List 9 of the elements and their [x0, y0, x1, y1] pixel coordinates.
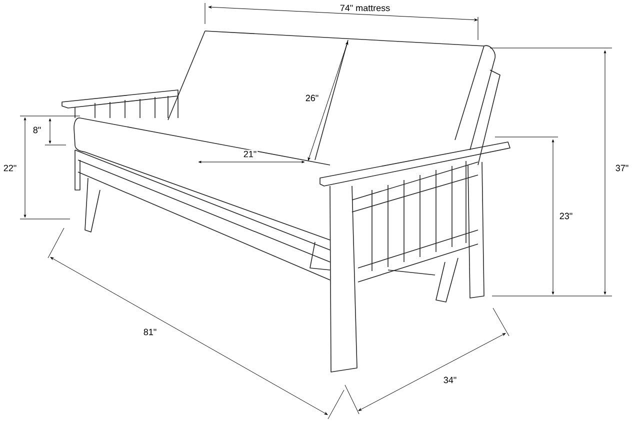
dimension-label: 34"	[442, 376, 458, 384]
dimension-label: 74" mattress	[338, 4, 392, 12]
dimension-label: 81"	[142, 328, 158, 336]
dimension-label: 8"	[32, 126, 42, 134]
dimension-label: 22"	[2, 164, 18, 172]
dimension-label: 23"	[558, 212, 574, 220]
dimension-label: 21"	[242, 150, 258, 158]
dimension-label: 37"	[614, 164, 630, 172]
dimension-label: 26"	[304, 94, 320, 102]
